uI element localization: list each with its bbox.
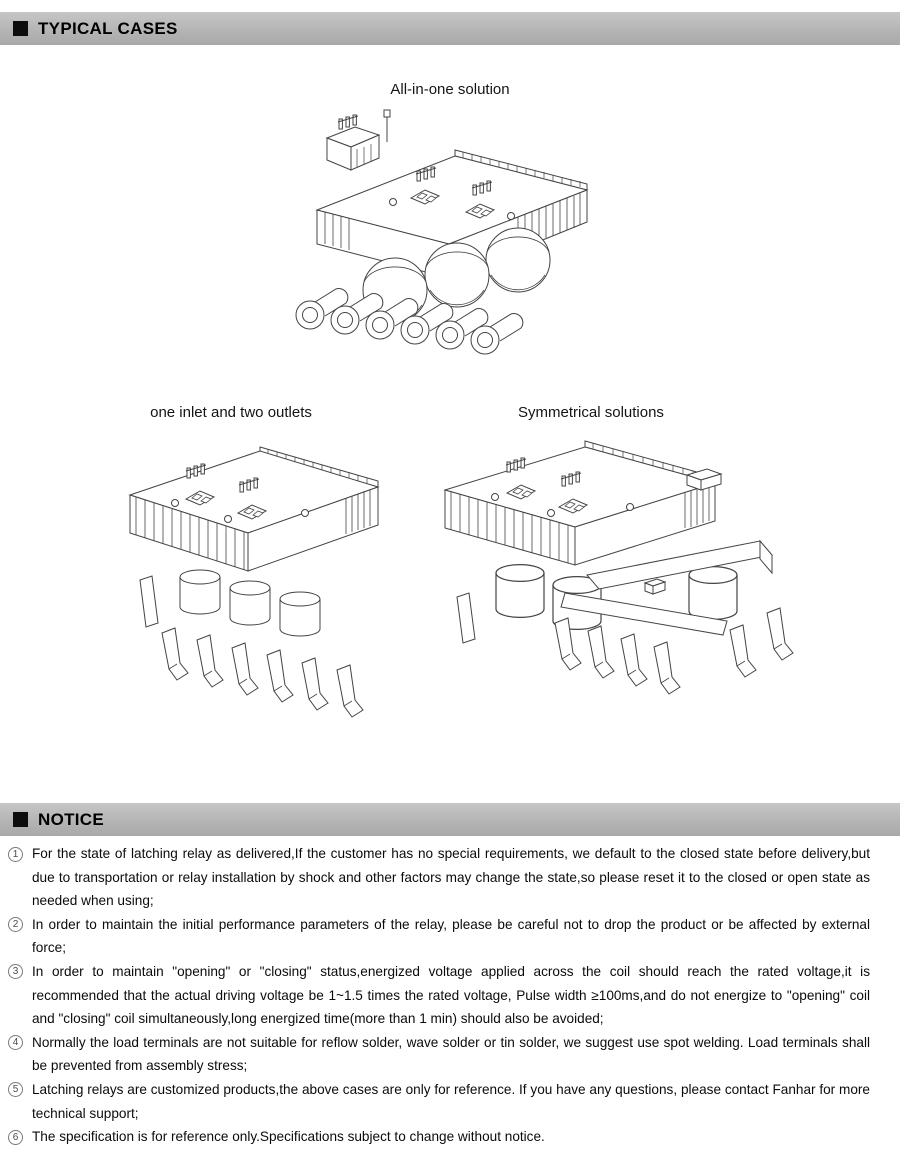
notice-item-number: 2 — [8, 917, 23, 933]
symmetrical-drawing — [443, 440, 794, 695]
notice-item-text: In order to maintain "opening" or "closi… — [32, 963, 870, 1027]
notice-item-number: 1 — [8, 846, 23, 862]
all-in-one-drawing — [295, 109, 589, 355]
notice-item-text: Latching relays are customized products,… — [32, 1081, 870, 1121]
notice-item-text: The specification is for reference only.… — [32, 1129, 545, 1145]
notice-item: 4 Normally the load terminals are not sui… — [8, 1031, 870, 1078]
notice-item: 6 The specification is for reference only… — [8, 1125, 870, 1149]
notice-item: 2 In order to maintain the initial perfor… — [8, 913, 870, 960]
notice-item-number: 5 — [8, 1082, 23, 1098]
notice-item-number: 6 — [8, 1129, 23, 1145]
notice-item: 5 Latching relays are customized products… — [8, 1078, 870, 1125]
notice-item: 1 For the state of latching relay as deli… — [8, 842, 870, 913]
black-square-icon — [13, 812, 28, 827]
section-title: NOTICE — [38, 809, 105, 829]
figure-label-symmetrical: Symmetrical solutions — [518, 404, 664, 421]
one-inlet-two-outlets-drawing — [128, 446, 380, 718]
black-square-icon — [13, 21, 28, 36]
notice-item-number: 3 — [8, 964, 23, 980]
notice-item-text: In order to maintain the initial perform… — [32, 916, 870, 956]
notice-item-text: Normally the load terminals are not suit… — [32, 1034, 870, 1074]
notice-list: 1 For the state of latching relay as deli… — [8, 842, 870, 1149]
notice-item-number: 4 — [8, 1035, 23, 1051]
notice-item-text: For the state of latching relay as deliv… — [32, 846, 870, 909]
notice-header: NOTICE — [0, 803, 900, 836]
notice-item: 3 In order to maintain "opening" or "clos… — [8, 960, 870, 1031]
typical-cases-header: TYPICAL CASES — [0, 12, 900, 45]
figure-label-all-in-one: All-in-one solution — [390, 81, 510, 98]
figure-label-one-inlet-two-outlets: one inlet and two outlets — [150, 404, 312, 421]
section-title: TYPICAL CASES — [38, 18, 178, 38]
